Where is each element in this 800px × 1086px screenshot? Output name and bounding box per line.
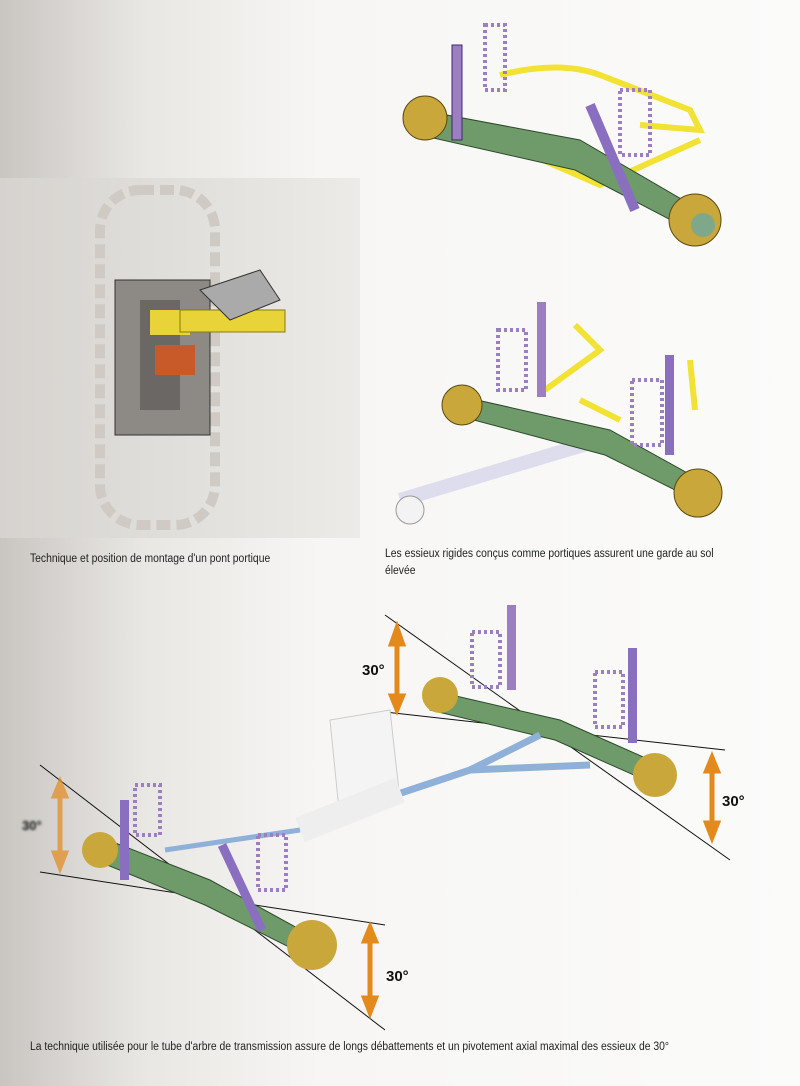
rigid-axle-middle <box>395 302 723 525</box>
caption-rigid-axles: Les essieux rigides conçus comme portiqu… <box>385 546 727 580</box>
caption-portal-axle-text: Technique et position de montage d'un po… <box>30 553 271 565</box>
axle-articulation-illustration <box>39 605 731 1031</box>
caption-rigid-axles-text: Les essieux rigides conçus comme portiqu… <box>385 548 714 577</box>
caption-portal-axle: Technique et position de montage d'un po… <box>30 551 327 568</box>
angle-label-top: 30° <box>362 662 385 679</box>
angle-label-left: 30° <box>22 818 42 833</box>
caption-transmission-tube-text: La technique utilisée pour le tube d'arb… <box>30 1041 669 1053</box>
rigid-axle-top <box>402 23 722 247</box>
portal-axle-cross-section <box>95 185 286 530</box>
caption-transmission-tube: La technique utilisée pour le tube d'arb… <box>30 1039 777 1056</box>
angle-label-bottom: 30° <box>386 968 409 985</box>
angle-label-right: 30° <box>722 793 745 810</box>
